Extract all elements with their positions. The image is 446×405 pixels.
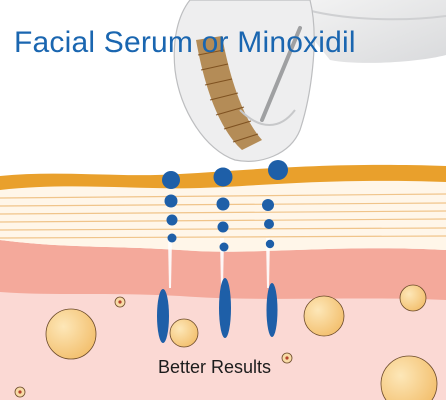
derma-roller-icon: [173, 0, 446, 162]
result-caption: Better Results: [158, 357, 272, 377]
fat-cells: [14, 284, 438, 405]
page-title: Facial Serum or Minoxidil: [14, 26, 356, 59]
serum-droplets: [157, 160, 288, 343]
epidermis-layer: [0, 179, 446, 252]
